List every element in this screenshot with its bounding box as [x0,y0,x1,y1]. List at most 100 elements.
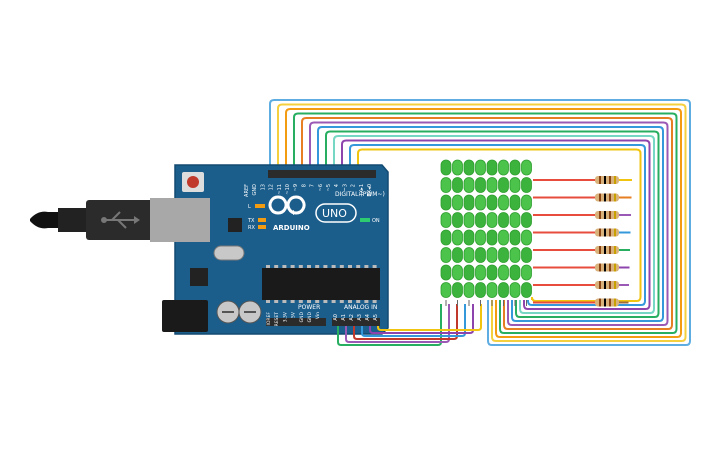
matrix-led[interactable] [486,177,498,193]
loop-wire[interactable] [293,112,678,334]
matrix-led[interactable] [521,264,532,281]
matrix-led[interactable] [521,159,532,176]
matrix-led[interactable] [463,212,475,228]
matrix-led[interactable] [463,194,475,211]
chip-pin [339,300,344,303]
matrix-led[interactable] [463,247,475,263]
analog-wire[interactable] [361,304,466,337]
matrix-led[interactable] [486,212,498,228]
loop-wire[interactable] [285,108,682,338]
analog-wire[interactable] [377,304,482,331]
matrix-led[interactable] [509,247,521,263]
matrix-led[interactable] [498,194,509,211]
matrix-led[interactable] [452,247,463,263]
digital-pin-label: ~5 [326,184,332,191]
matrix-led[interactable] [486,229,498,246]
matrix-led[interactable] [452,159,463,176]
analog-wire[interactable] [337,304,442,346]
led-matrix[interactable] [440,159,532,306]
matrix-led[interactable] [475,212,486,228]
resistor-band [609,228,611,237]
chip-pin [356,300,361,303]
analog-wire[interactable] [369,304,474,334]
matrix-led[interactable] [463,177,475,193]
loop-wire[interactable] [325,130,660,318]
loop-wire[interactable] [341,139,651,310]
matrix-led[interactable] [475,247,486,263]
analog-wire[interactable] [353,304,458,340]
matrix-led[interactable] [475,264,486,281]
matrix-led[interactable] [475,159,486,176]
matrix-led[interactable] [475,194,486,211]
matrix-led[interactable] [440,264,452,281]
matrix-led[interactable] [486,247,498,263]
matrix-led[interactable] [452,212,463,228]
matrix-led[interactable] [440,194,452,211]
loop-wire[interactable] [301,117,673,330]
matrix-led[interactable] [521,229,532,246]
matrix-led[interactable] [498,282,509,298]
matrix-led[interactable] [509,194,521,211]
power-jack[interactable] [162,300,208,332]
matrix-led[interactable] [475,282,486,298]
matrix-led[interactable] [475,177,486,193]
matrix-led[interactable] [463,264,475,281]
resistor-band [614,263,616,272]
matrix-led[interactable] [521,247,532,263]
power-header[interactable] [266,318,326,326]
matrix-led[interactable] [486,282,498,298]
loop-wire[interactable] [349,144,646,306]
loop-wire[interactable] [269,99,691,346]
matrix-led[interactable] [509,159,521,176]
matrix-led[interactable] [452,264,463,281]
matrix-led[interactable] [452,229,463,246]
loop-wire[interactable] [357,148,642,302]
matrix-led[interactable] [452,194,463,211]
matrix-led[interactable] [498,229,509,246]
matrix-led[interactable] [440,159,452,176]
matrix-led[interactable] [521,212,532,228]
loop-wire[interactable] [277,103,687,342]
loop-wire[interactable] [333,135,655,314]
matrix-led[interactable] [440,229,452,246]
matrix-led[interactable] [486,159,498,176]
matrix-led[interactable] [486,194,498,211]
resistor-band [599,263,601,272]
chip-pin [282,265,287,268]
digital-header[interactable] [268,170,376,178]
chip-pin [323,265,328,268]
matrix-led[interactable] [463,229,475,246]
loop-wire[interactable] [317,126,664,322]
analog-wire[interactable] [345,304,450,343]
matrix-led[interactable] [440,282,452,298]
matrix-led[interactable] [509,264,521,281]
matrix-led[interactable] [475,229,486,246]
matrix-led[interactable] [463,159,475,176]
digital-pin-label: ~6 [318,184,324,191]
matrix-led[interactable] [452,282,463,298]
reset-button[interactable] [187,176,199,188]
matrix-led[interactable] [521,282,532,298]
matrix-led[interactable] [509,229,521,246]
analog-header[interactable] [332,318,380,326]
matrix-led[interactable] [463,282,475,298]
matrix-led[interactable] [440,247,452,263]
matrix-led[interactable] [440,177,452,193]
usb-port[interactable] [150,198,210,242]
matrix-led[interactable] [498,212,509,228]
matrix-led[interactable] [509,212,521,228]
matrix-led[interactable] [498,177,509,193]
matrix-led[interactable] [486,264,498,281]
matrix-led[interactable] [498,159,509,176]
matrix-led[interactable] [509,177,521,193]
matrix-led[interactable] [498,264,509,281]
matrix-led[interactable] [498,247,509,263]
matrix-led[interactable] [521,177,532,193]
matrix-led[interactable] [452,177,463,193]
matrix-led[interactable] [440,212,452,228]
loop-wire[interactable] [309,121,669,326]
resistor-array [595,176,619,307]
matrix-led[interactable] [521,194,532,211]
matrix-led[interactable] [509,282,521,298]
